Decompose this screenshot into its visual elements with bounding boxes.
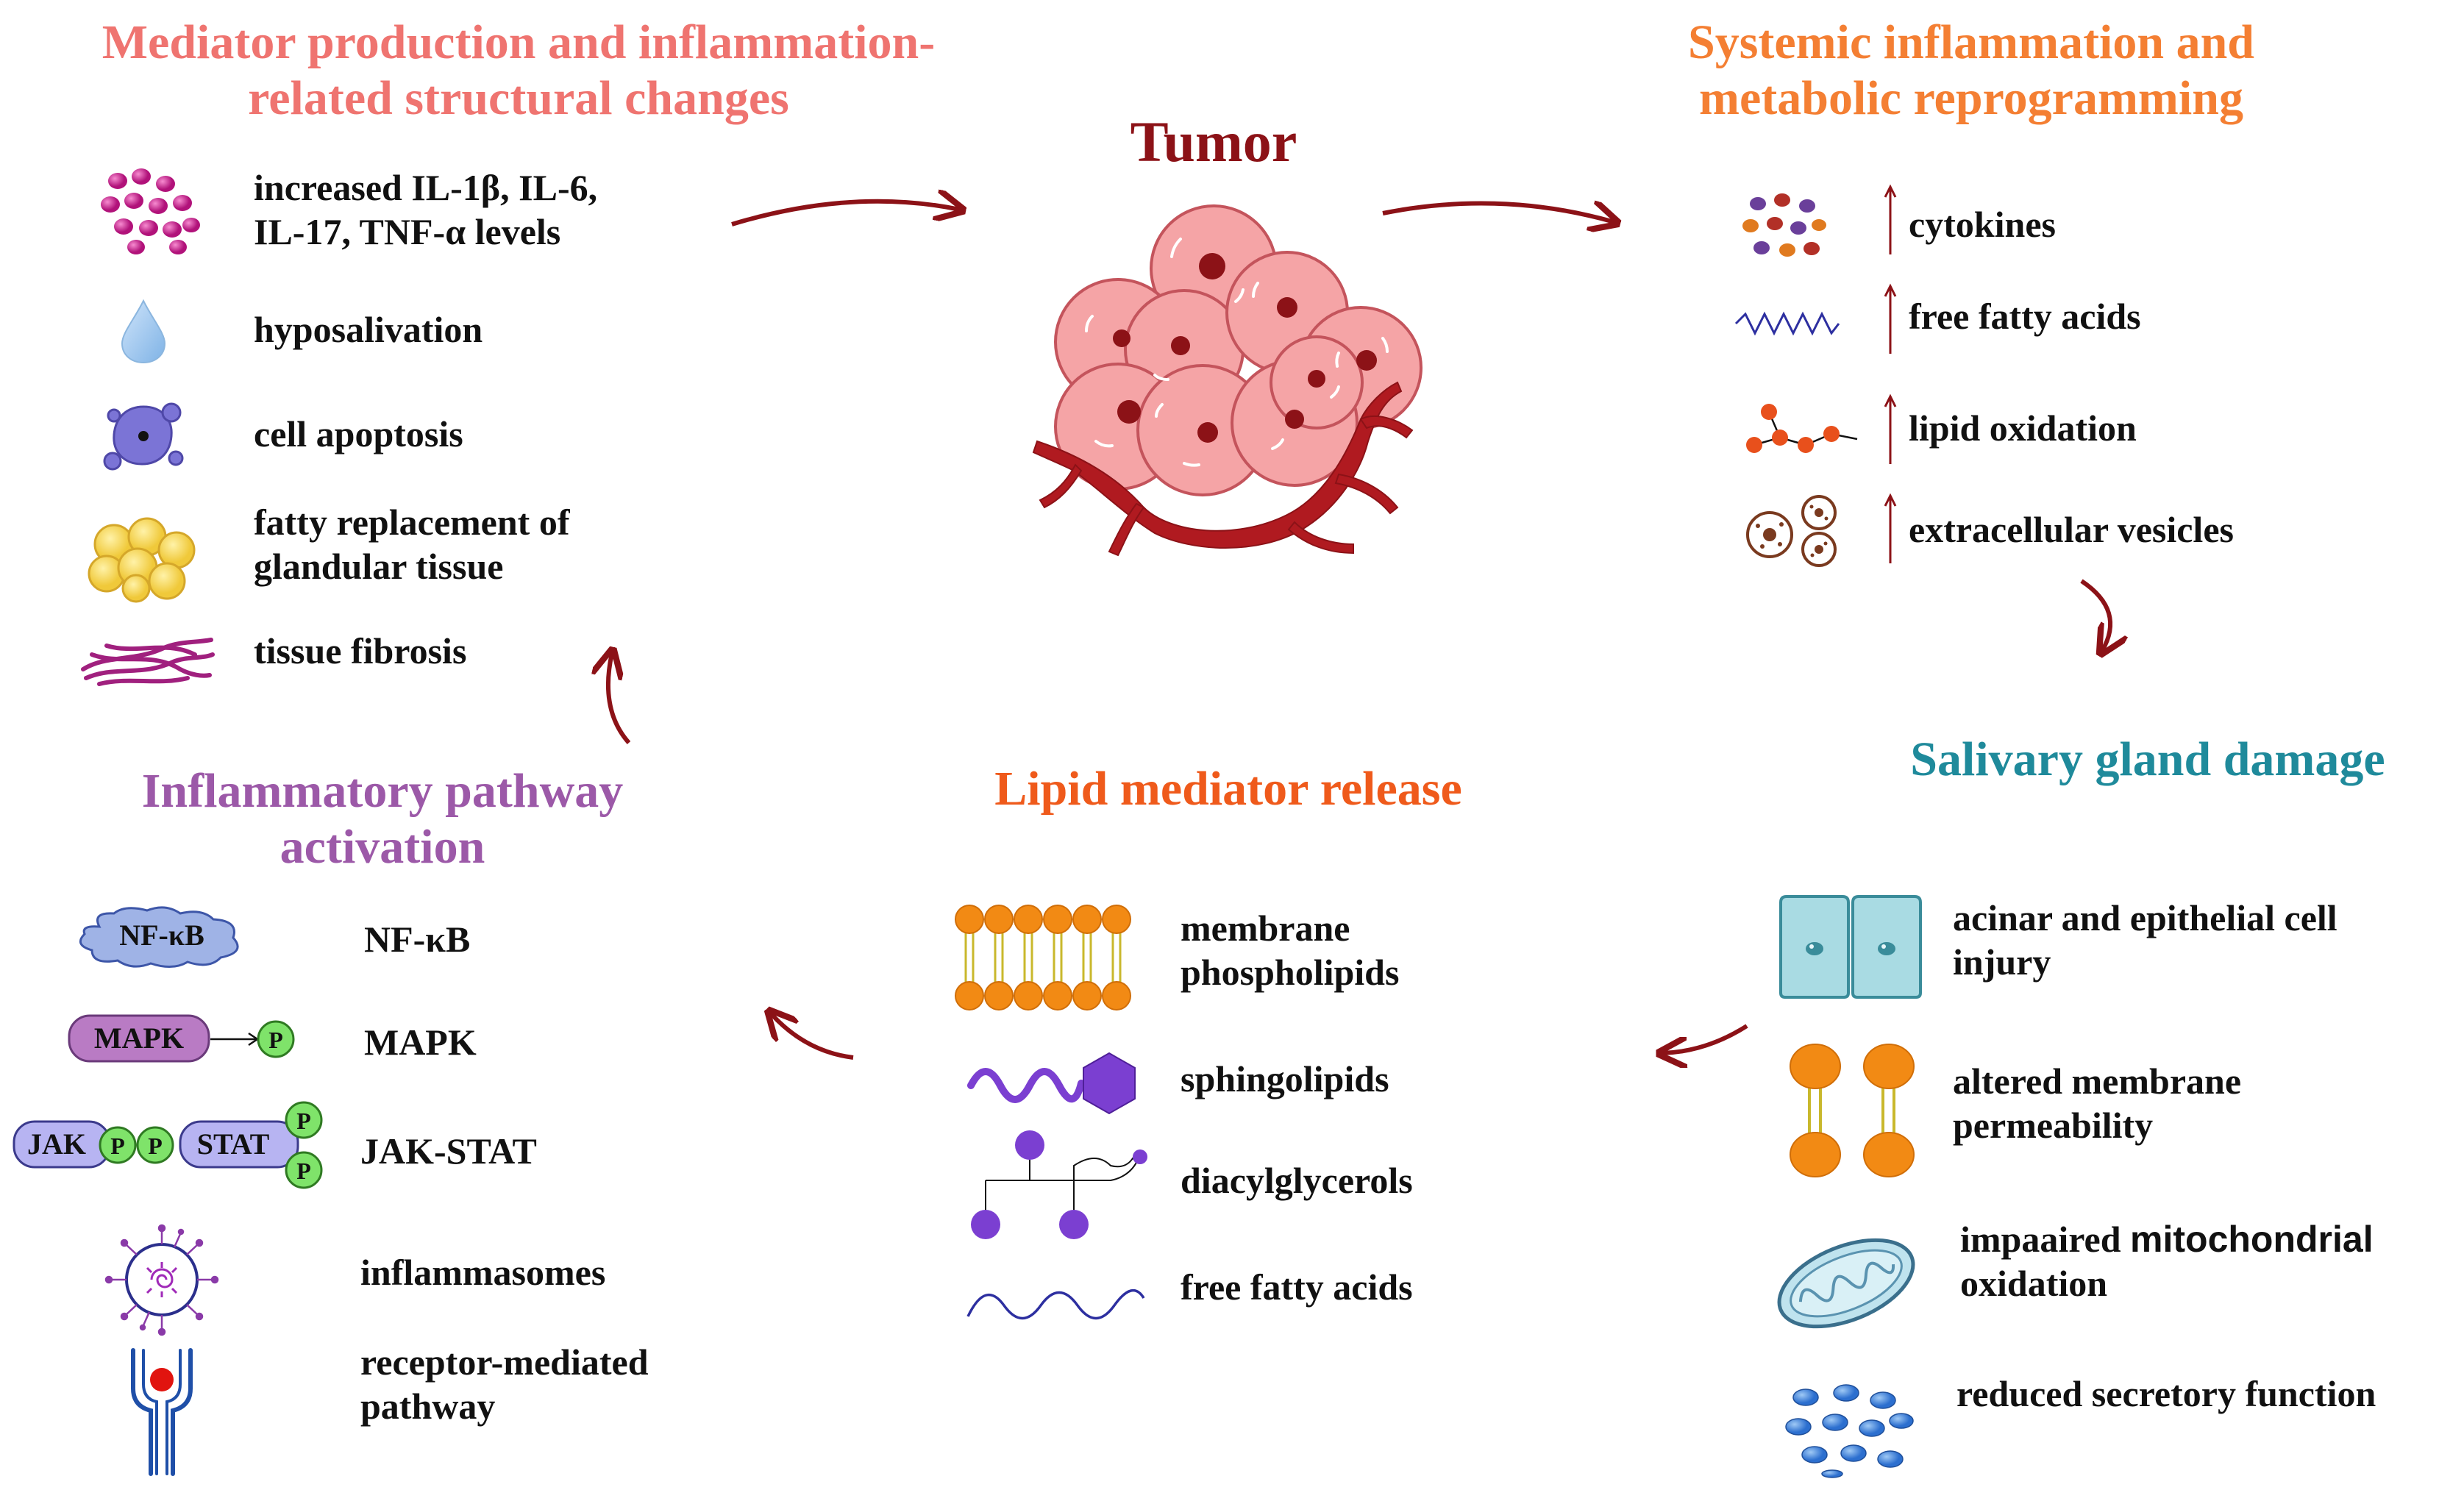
arrow-lipid-to-inflammatory bbox=[771, 1013, 854, 1060]
inflammatory-heading-line1: Inflammatory pathway bbox=[141, 764, 624, 818]
stat-phospho-1: P bbox=[296, 1108, 311, 1134]
mapk-icon: MAPK P bbox=[68, 1014, 295, 1063]
mediator-item-4-line2: glandular tissue bbox=[254, 546, 504, 587]
phospholipid-bilayer-icon bbox=[955, 905, 1131, 1010]
cytokines-icon bbox=[1742, 193, 1826, 257]
systemic-item-4: extracellular vesicles bbox=[1909, 509, 2234, 550]
inflammasome-icon bbox=[104, 1224, 219, 1336]
up-arrow-icon bbox=[1884, 184, 1897, 254]
inflammatory-item-4: inflammasomes bbox=[360, 1252, 606, 1293]
membrane-bilayer-icon bbox=[1790, 1044, 1915, 1177]
up-arrow-icon bbox=[1884, 493, 1897, 563]
mediator-item-2-line1: hyposalivation bbox=[254, 309, 483, 350]
systemic-item-1: cytokines bbox=[1909, 204, 2056, 245]
lipid-heading: Lipid mediator release bbox=[994, 762, 1462, 816]
jak-phospho-2: P bbox=[148, 1133, 163, 1159]
secretory-granules-icon bbox=[1785, 1384, 1914, 1478]
lipid-oxidation-molecule-icon bbox=[1746, 404, 1858, 453]
salivary-item-3-line1-b: mitochondrial bbox=[2130, 1219, 2374, 1260]
salivary-item-3-line1-a: impaaired bbox=[1960, 1219, 2131, 1260]
arrow-salivary-to-lipid bbox=[1662, 1024, 1748, 1053]
arrow-systemic-to-salivary bbox=[2080, 579, 2110, 651]
inflammatory-item-1: NF-κB bbox=[364, 919, 471, 960]
inflammatory-heading-line2: activation bbox=[279, 820, 485, 874]
saliva-drop-icon bbox=[121, 299, 166, 364]
salivary-item-2-line2: permeability bbox=[1953, 1105, 2154, 1146]
systemic-heading-line2: metabolic reprogramming bbox=[1699, 71, 2243, 125]
mediator-heading-line2: related structural changes bbox=[248, 71, 789, 125]
arrow-inflammatory-to-mediator bbox=[608, 653, 631, 744]
salivary-item-1-line1: acinar and epithelial cell bbox=[1953, 897, 2337, 938]
lipid-item-3-line1: diacylglycerols bbox=[1181, 1160, 1413, 1201]
salivary-heading: Salivary gland damage bbox=[1910, 732, 2385, 786]
sphingolipid-icon bbox=[967, 1052, 1136, 1115]
epithelial-cells-icon bbox=[1779, 895, 1922, 999]
fatty-acid-chain-icon bbox=[1734, 311, 1840, 336]
apoptotic-cell-icon bbox=[103, 402, 184, 471]
systemic-item-3: lipid oxidation bbox=[1909, 407, 2137, 449]
cytokine-cluster-icon bbox=[101, 168, 200, 254]
systemic-heading-line1: Systemic inflammation and bbox=[1687, 15, 2255, 69]
stat-phospho-2: P bbox=[296, 1158, 311, 1184]
tumor-label: Tumor bbox=[1130, 110, 1297, 174]
receptor-icon bbox=[131, 1348, 193, 1476]
mediator-item-5-line1: tissue fibrosis bbox=[254, 630, 467, 671]
jak-phospho-1: P bbox=[110, 1133, 125, 1159]
inflammatory-item-5-line2: pathway bbox=[360, 1386, 496, 1427]
jak-badge-text: JAK bbox=[27, 1127, 86, 1161]
arrow-mediator-to-tumor bbox=[731, 202, 960, 227]
up-arrow-icon bbox=[1884, 393, 1897, 464]
mitochondrion-icon bbox=[1777, 1238, 1915, 1329]
mediator-heading-line1: Mediator production and inflammation- bbox=[102, 15, 936, 69]
tumor-cell-cluster-icon bbox=[1032, 204, 1423, 557]
nfkb-icon: NF-κB bbox=[79, 906, 239, 968]
up-arrow-icon bbox=[1884, 283, 1897, 354]
mediator-item-3-line1: cell apoptosis bbox=[254, 413, 463, 455]
extracellular-vesicles-icon bbox=[1746, 495, 1837, 567]
lipid-item-2-line1: sphingolipids bbox=[1181, 1058, 1389, 1099]
mediator-item-1-line2: IL-17, TNF-α levels bbox=[254, 211, 561, 252]
salivary-item-4-line1: reduced secretory function bbox=[1956, 1373, 2376, 1414]
inflammatory-item-3: JAK-STAT bbox=[360, 1130, 537, 1172]
mediator-item-1-line1: increased IL-1β, IL-6, bbox=[254, 167, 598, 208]
nfkb-badge-text: NF-κB bbox=[119, 919, 204, 952]
jak-stat-icon: JAK STAT P P P P bbox=[13, 1101, 323, 1189]
salivary-item-3-line1: impaaired mitochondrial bbox=[1960, 1217, 2374, 1261]
salivary-item-2-line1: altered membrane bbox=[1953, 1061, 2242, 1102]
mediator-item-4-line1: fatty replacement of bbox=[254, 502, 570, 543]
salivary-item-3-line2: oxidation bbox=[1960, 1263, 2108, 1304]
inflammatory-item-2: MAPK bbox=[364, 1022, 477, 1063]
inflammatory-item-5-line1: receptor-mediated bbox=[360, 1341, 649, 1383]
arrow-tumor-to-systemic bbox=[1382, 204, 1614, 222]
lipid-item-4-line1: free fatty acids bbox=[1181, 1266, 1413, 1308]
systemic-item-2: free fatty acids bbox=[1909, 296, 2141, 337]
salivary-item-1-line2: injury bbox=[1953, 941, 2051, 983]
adipocyte-cluster-icon bbox=[88, 517, 196, 603]
stat-badge-text: STAT bbox=[197, 1127, 270, 1161]
fatty-acid-wave-icon bbox=[966, 1288, 1145, 1320]
lipid-item-1-line2: phospholipids bbox=[1181, 952, 1400, 993]
mapk-badge-text: MAPK bbox=[94, 1022, 184, 1055]
mapk-phospho-text: P bbox=[268, 1027, 283, 1053]
lipid-item-1-line1: membrane bbox=[1181, 908, 1350, 949]
diacylglycerol-icon bbox=[971, 1130, 1147, 1239]
fibrosis-icon bbox=[81, 638, 215, 686]
